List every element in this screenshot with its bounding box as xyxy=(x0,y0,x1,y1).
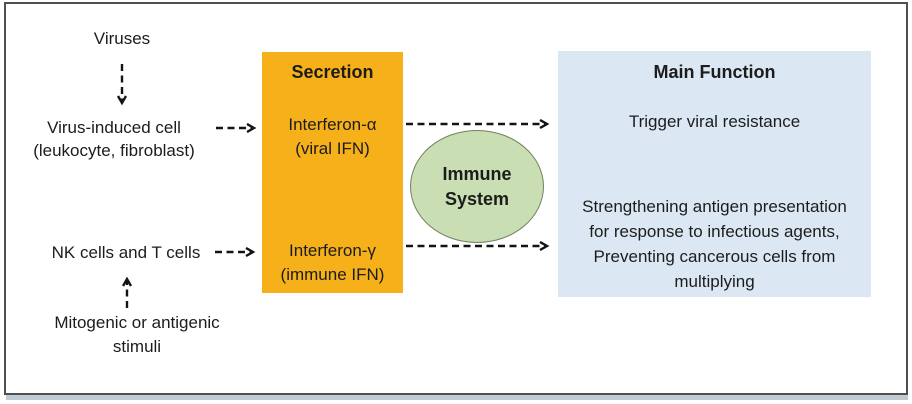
interferon-alpha-label: Interferon-α (viral IFN) xyxy=(262,113,403,161)
alpha-function-text: Trigger viral resistance xyxy=(628,112,801,131)
main-function-box: Main Function Trigger viral resistance S… xyxy=(558,51,871,297)
interferon-gamma-label: Interferon-γ (immune IFN) xyxy=(262,239,403,287)
outer-frame xyxy=(4,2,908,395)
interferon-alpha-line1: Interferon-α xyxy=(288,115,377,134)
nk-t-cells-label: NK cells and T cells xyxy=(51,243,201,262)
stimuli-label: Mitogenic or antigenic stimuli xyxy=(38,311,236,359)
secretion-title: Secretion xyxy=(291,62,374,82)
stimuli-line2: stimuli xyxy=(112,337,162,356)
immune-system-label: Immune System xyxy=(442,162,511,212)
virus-induced-cell-line1: Virus-induced cell xyxy=(47,118,181,137)
bottom-shadow-strip xyxy=(6,395,908,400)
main-function-title: Main Function xyxy=(653,62,776,82)
gamma-function-line3: Preventing cancerous cells from xyxy=(593,247,836,266)
immune-system-line1: Immune xyxy=(442,163,512,184)
gamma-function-line1: Strengthening antigen presentation xyxy=(582,197,847,216)
interferon-gamma-line2: (immune IFN) xyxy=(280,265,385,284)
secretion-box: Secretion Interferon-α (viral IFN) Inter… xyxy=(262,52,403,293)
gamma-function-text: Strengthening antigen presentation for r… xyxy=(558,194,871,294)
interferon-alpha-line2: (viral IFN) xyxy=(295,139,370,158)
immune-system-line2: System xyxy=(444,188,510,209)
virus-induced-cell-label: Virus-induced cell (leukocyte, fibroblas… xyxy=(8,116,220,162)
gamma-function-line4: multiplying xyxy=(674,272,755,291)
immune-system-ellipse: Immune System xyxy=(410,130,544,243)
gamma-function-line2: for response to infectious agents, xyxy=(589,222,840,241)
interferon-gamma-line1: Interferon-γ xyxy=(289,241,376,260)
stimuli-line1: Mitogenic or antigenic xyxy=(54,313,220,332)
viruses-label: Viruses xyxy=(93,29,151,48)
virus-induced-cell-line2: (leukocyte, fibroblast) xyxy=(33,141,195,160)
